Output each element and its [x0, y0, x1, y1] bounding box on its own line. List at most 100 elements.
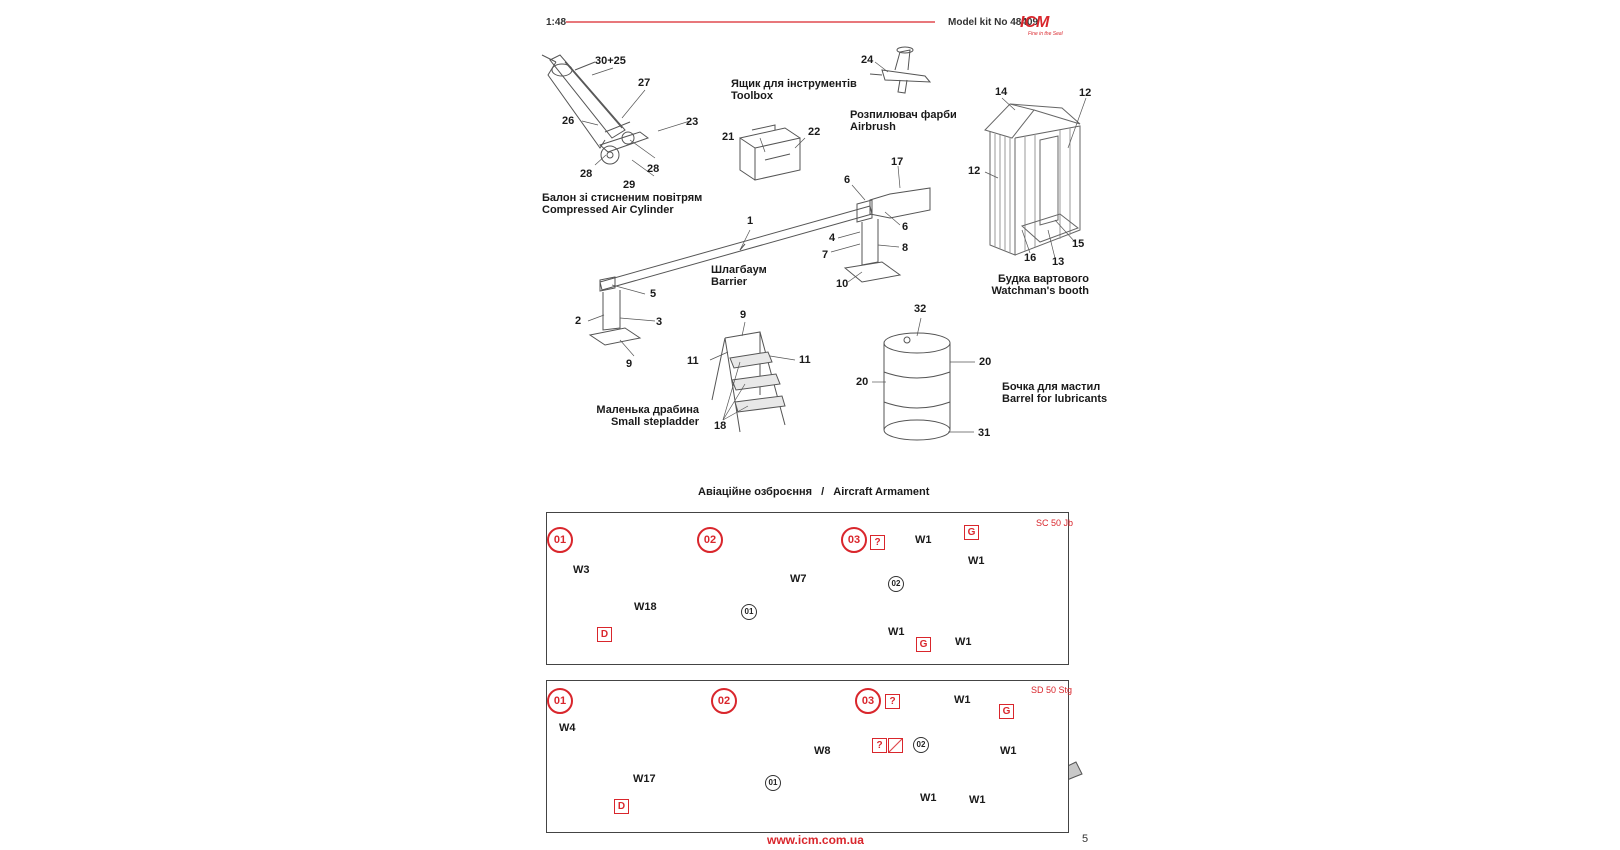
- caption-ua: Шлагбаум: [711, 264, 767, 276]
- part-number: 29: [623, 179, 636, 191]
- part-code: W1: [954, 694, 971, 706]
- part-number: 22: [808, 126, 821, 138]
- part-number: 28: [647, 163, 660, 175]
- part-number: 6: [902, 221, 909, 233]
- part-number: 11: [799, 354, 811, 366]
- step-badge: 01: [547, 527, 573, 553]
- step-badge: 02: [697, 527, 723, 553]
- part-number: 15: [1072, 238, 1085, 250]
- part-code: W8: [814, 745, 831, 757]
- part-number: 18: [714, 420, 727, 432]
- armament-title: Авіаційне озброєння / Aircraft Armament: [698, 486, 929, 498]
- part-code: W1: [1000, 745, 1017, 757]
- caption-en: Small stepladder: [610, 416, 699, 428]
- step-badge: 01: [547, 688, 573, 714]
- caption-ua: Ящик для інструментів: [731, 78, 857, 90]
- part-number: 14: [995, 86, 1008, 98]
- booth-drawing: [984, 103, 1081, 256]
- part-number: 3: [656, 316, 663, 328]
- armament-title-separator: /: [821, 486, 825, 498]
- toolbox-drawing: [739, 124, 801, 181]
- armament-panel-sd50: [546, 680, 1069, 833]
- question-box: ?: [885, 694, 900, 709]
- armament-title-en: Aircraft Armament: [833, 486, 930, 498]
- footer-url[interactable]: www.icm.com.ua: [767, 833, 864, 847]
- part-number: 27: [638, 77, 651, 89]
- barrel-caption: Бочка для мастил Barrel for lubricants: [1002, 381, 1107, 405]
- paint-code-box: D: [614, 799, 629, 814]
- part-code: W1: [955, 636, 972, 648]
- caption-ua: Балон зі стисненим повітрям: [542, 192, 703, 204]
- part-number: 17: [891, 156, 904, 168]
- caption-en: Airbrush: [850, 121, 896, 133]
- part-number: 7: [822, 249, 829, 261]
- part-number: 4: [829, 232, 836, 244]
- part-number: 16: [1024, 252, 1037, 264]
- part-number: 5: [650, 288, 657, 300]
- barrel-drawing: [883, 332, 951, 441]
- part-number: 10: [836, 278, 849, 290]
- paint-code-box: G: [999, 704, 1014, 719]
- icm-logo: ICM Fine in the Sea!: [1014, 14, 1084, 37]
- step-reference: 01: [765, 775, 781, 791]
- part-number: 1: [747, 215, 754, 227]
- part-number: 6: [844, 174, 851, 186]
- barrier-drawing: [588, 187, 931, 346]
- stepladder-drawing: [711, 331, 786, 433]
- airbrush-caption: Розпилювач фарби Airbrush: [850, 109, 957, 133]
- armament-title-ua: Авіаційне озброєння: [698, 486, 813, 498]
- paint-code-box: D: [597, 627, 612, 642]
- part-number: 20: [979, 356, 992, 368]
- toolbox-caption: Ящик для інструментів Toolbox: [731, 78, 857, 102]
- logo-text: ICM: [1020, 14, 1050, 31]
- part-number: 12: [968, 165, 981, 177]
- part-number: 9: [740, 309, 747, 321]
- caption-en: Watchman's booth: [991, 285, 1089, 297]
- caption-en: Barrier: [711, 276, 748, 288]
- step-badge: 03: [855, 688, 881, 714]
- caption-ua: Маленька драбина: [596, 404, 699, 416]
- part-code: W1: [969, 794, 986, 806]
- stepladder-caption: Маленька драбина Small stepladder: [580, 404, 699, 428]
- part-number: 2: [575, 315, 582, 327]
- airbrush-drawing: [869, 46, 932, 94]
- armament-panel-sc50: [546, 512, 1069, 665]
- question-box: ?: [872, 738, 887, 753]
- part-number: 23: [686, 116, 699, 128]
- caption-en: Barrel for lubricants: [1002, 393, 1108, 405]
- step-badge: 03: [841, 527, 867, 553]
- part-number: 13: [1052, 256, 1065, 268]
- paint-code-box: G: [964, 525, 979, 540]
- scale-label: 1:48: [546, 17, 567, 28]
- part-code: W17: [633, 773, 656, 785]
- step-reference: 02: [888, 576, 904, 592]
- part-number: 24: [861, 54, 874, 66]
- logo-tagline: Fine in the Sea!: [1028, 31, 1064, 37]
- part-code: W1: [920, 792, 937, 804]
- part-number: 31: [978, 427, 991, 439]
- part-number: 8: [902, 242, 909, 254]
- part-code: W1: [888, 626, 905, 638]
- part-number: 11: [687, 355, 699, 367]
- part-code: W7: [790, 573, 807, 585]
- part-number: 12: [1079, 87, 1092, 99]
- step-reference: 01: [741, 604, 757, 620]
- part-code: W1: [915, 534, 932, 546]
- part-code: W4: [559, 722, 576, 734]
- paint-code-box: G: [916, 637, 931, 652]
- booth-caption: Будка вартового Watchman's booth: [985, 273, 1089, 297]
- part-number: 20: [856, 376, 869, 388]
- part-number: 21: [722, 131, 735, 143]
- caption-ua: Бочка для мастил: [1002, 381, 1101, 393]
- page-number: 5: [1082, 833, 1089, 845]
- question-box: ?: [870, 535, 885, 550]
- caption-ua: Розпилювач фарби: [850, 109, 957, 121]
- part-code: W18: [634, 601, 657, 613]
- cylinder-caption: Балон зі стисненим повітрям Compressed A…: [542, 192, 702, 216]
- part-number: 26: [562, 115, 575, 127]
- part-number: 30+25: [595, 55, 626, 67]
- caption-en: Compressed Air Cylinder: [542, 204, 674, 216]
- variant-label: SC 50 Jb: [1036, 518, 1074, 528]
- model-kit-label: Model kit No 48409: [948, 17, 1039, 28]
- variant-label: SD 50 Stg: [1031, 685, 1073, 695]
